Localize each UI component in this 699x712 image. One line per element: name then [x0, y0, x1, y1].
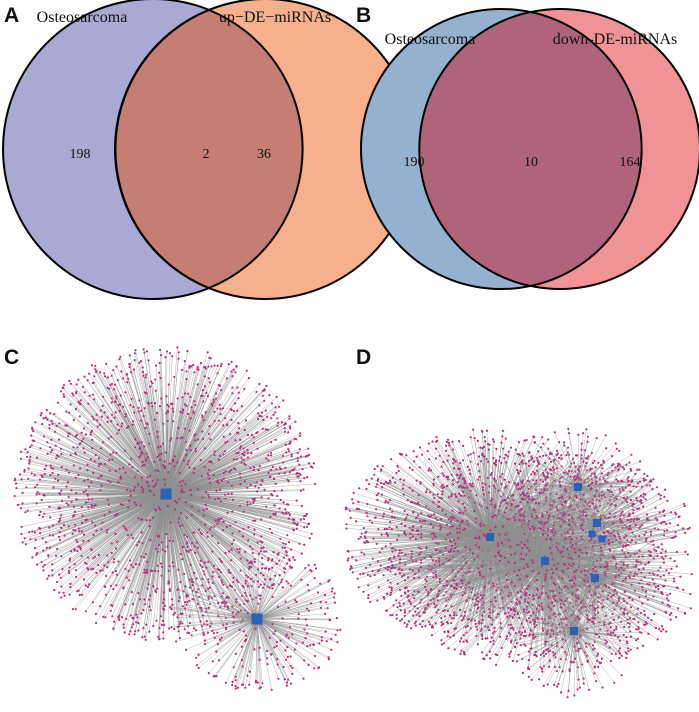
network-hub-node [588, 530, 596, 538]
panel-letter-c: C [4, 346, 19, 369]
venn-a-left-count: 198 [70, 147, 91, 162]
panel-letter-b: B [356, 4, 371, 27]
venn-b: B Osteosarcoma down-DE-miRNAs 190 10 164 [356, 4, 699, 290]
venn-a: A Osteosarcoma up−DE−miRNAs 198 2 36 [2, 0, 416, 300]
network-c: C [4, 346, 342, 691]
network-target-nodes [505, 562, 643, 699]
network-hub-node [598, 535, 606, 543]
network-hub-node [160, 488, 172, 500]
panel-letter-a: A [4, 4, 19, 27]
venn-b-overlap-count: 10 [524, 155, 538, 170]
network-hub-node [591, 574, 599, 582]
network-hub-node [251, 613, 263, 625]
panel-letter-d: D [356, 346, 371, 369]
network-d-graph [344, 427, 693, 699]
venn-a-right-label: up−DE−miRNAs [219, 9, 331, 26]
venn-b-right-label: down-DE-miRNAs [553, 31, 677, 48]
network-edges [14, 347, 316, 640]
network-hub-node [570, 627, 578, 635]
venn-a-right-count: 36 [257, 147, 271, 162]
network-target-nodes [344, 428, 639, 646]
network-hub-node [593, 519, 601, 527]
venn-b-overlap [418, 10, 643, 288]
venn-b-right-count: 164 [620, 155, 641, 170]
network-d: D [344, 346, 693, 699]
network-hub-node [486, 533, 494, 541]
venn-a-overlap-count: 2 [203, 147, 210, 162]
venn-b-left-label: Osteosarcoma [385, 31, 476, 48]
network-hub-node [541, 557, 549, 565]
network-hub-node [574, 483, 582, 491]
network-c-graph [13, 346, 342, 691]
venn-b-left-count: 190 [404, 155, 425, 170]
venn-a-overlap [114, 8, 304, 290]
venn-a-left-label: Osteosarcoma [37, 9, 128, 26]
